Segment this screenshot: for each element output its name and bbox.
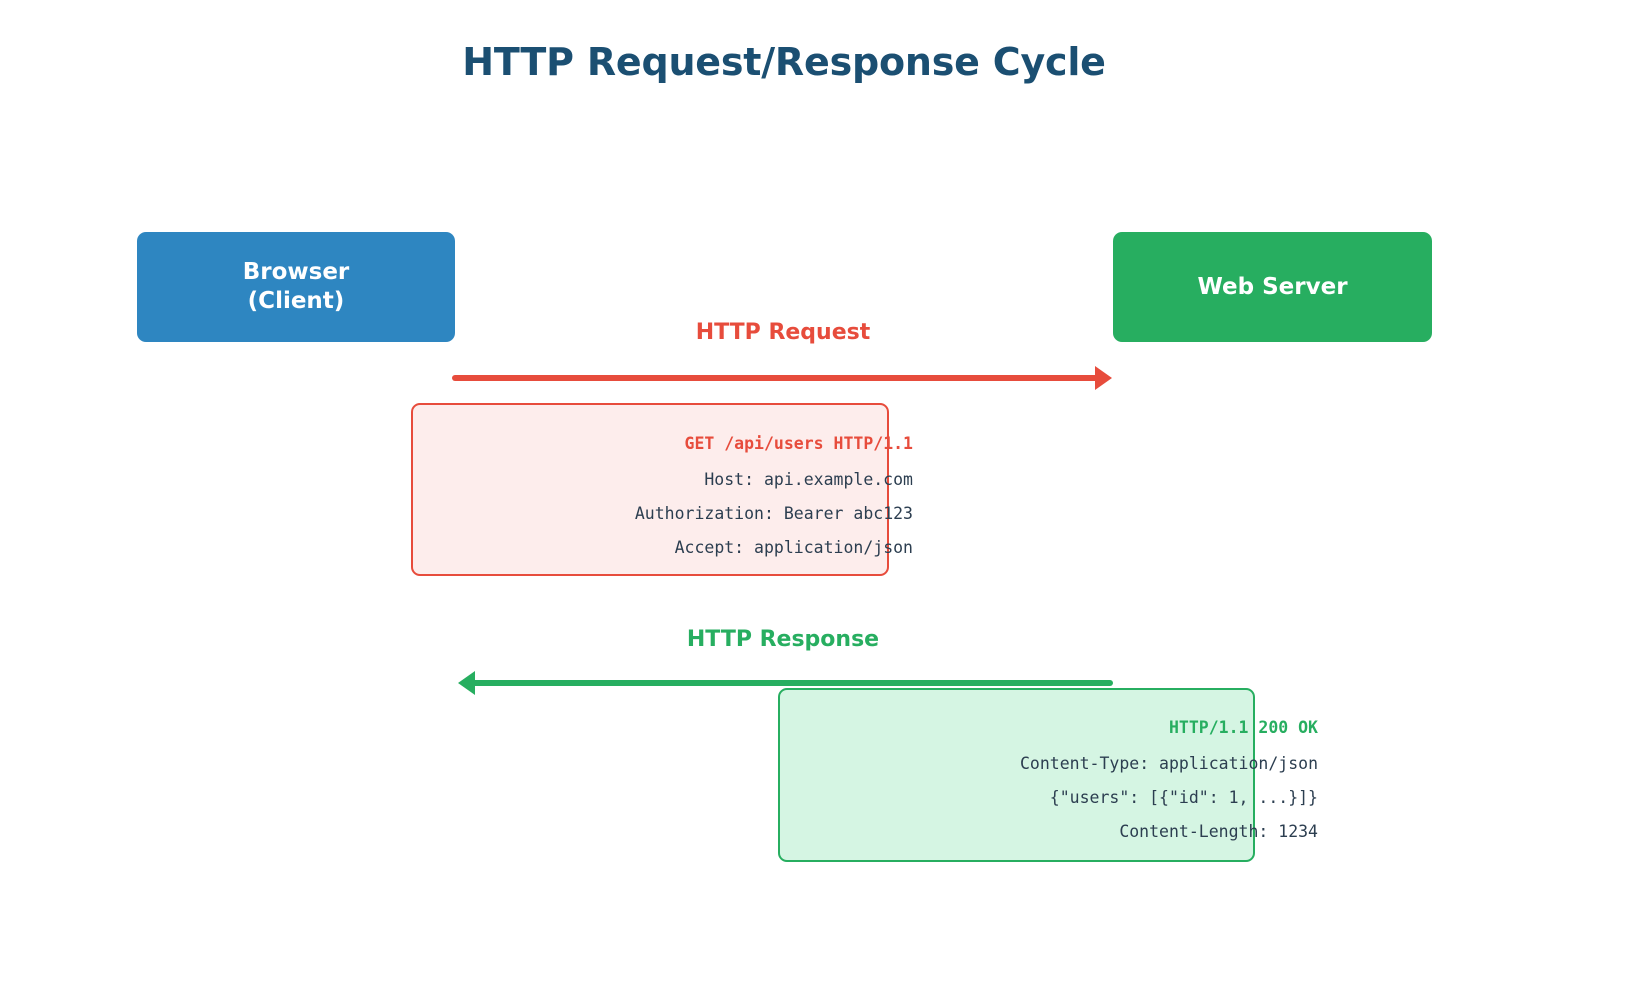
node-web-server[interactable]: Web Server xyxy=(1113,232,1432,342)
request-line-2: Authorization: Bearer abc123 xyxy=(634,504,913,523)
response-arrow-icon xyxy=(458,671,1113,695)
request-arrow-icon xyxy=(452,366,1112,390)
request-detail-text: GET /api/users HTTP/1.1 Host: api.exampl… xyxy=(413,424,913,565)
response-line-0: HTTP/1.1 200 OK xyxy=(1168,718,1318,737)
request-arrow-label: HTTP Request xyxy=(695,320,871,345)
response-arrow-label: HTTP Response xyxy=(686,627,880,652)
request-detail-box xyxy=(411,403,889,576)
response-line-3: Content-Length: 1234 xyxy=(1119,822,1318,841)
page-title: HTTP Request/Response Cycle xyxy=(462,40,1106,84)
request-line-1: Host: api.example.com xyxy=(704,470,913,489)
request-line-3: Accept: application/json xyxy=(674,538,913,557)
response-line-2: {"users": [{"id": 1, ...}]} xyxy=(1049,788,1318,807)
response-detail-box xyxy=(778,688,1255,862)
request-line-0: GET /api/users HTTP/1.1 xyxy=(684,434,913,453)
response-detail-text: HTTP/1.1 200 OK Content-Type: applicatio… xyxy=(818,708,1318,849)
response-line-1: Content-Type: application/json xyxy=(1019,754,1318,773)
node-browser-client[interactable]: Browser (Client) xyxy=(137,232,455,342)
